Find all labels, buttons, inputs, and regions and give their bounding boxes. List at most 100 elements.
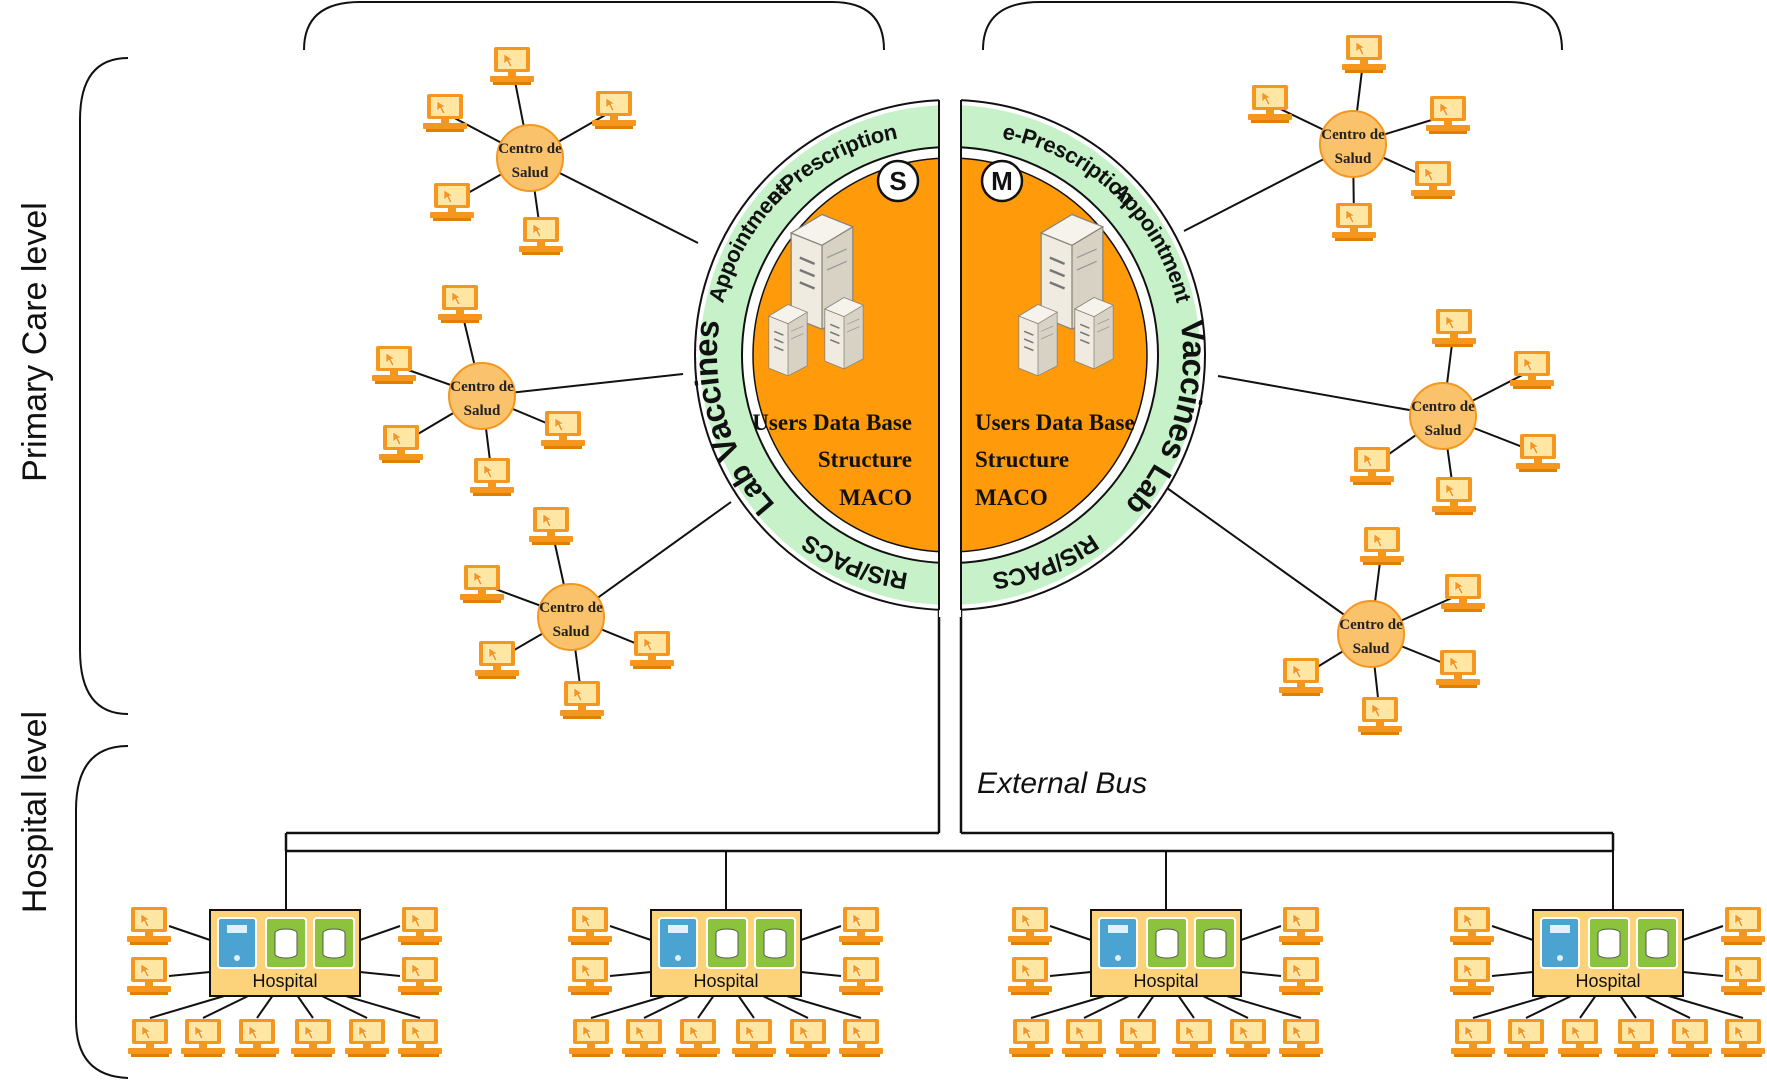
workstation-link [256,995,274,1019]
computer-terminal-icon [1171,1018,1217,1058]
workstation-link [168,925,211,941]
health-center-node [496,124,564,192]
computer-terminal-icon [397,906,443,946]
workstation-link [321,995,368,1019]
server-led [675,955,681,961]
health-center-node [448,362,516,430]
workstation-link [590,995,666,1019]
workstation-link [1049,925,1092,941]
computer-terminal-icon [429,182,475,222]
workstation-link [1472,995,1548,1019]
server-slot [1550,925,1570,933]
computer-terminal-icon [469,457,515,497]
computer-terminal-icon [1359,526,1405,566]
workstation-link [1083,995,1130,1019]
computer-terminal-icon [126,906,172,946]
right-badge [980,159,1024,203]
computer-terminal-icon [559,680,605,720]
computer-terminal-icon [127,1018,173,1058]
workstation-link [1240,925,1282,941]
computer-terminal-icon [1357,696,1403,736]
hospital-cluster: Hospital [126,906,443,1058]
computer-terminal-icon [1431,308,1477,348]
computer-terminal-icon [1115,1018,1161,1058]
database-body [1155,933,1179,959]
left-info-line: Users Data Base [752,410,912,435]
server-led [1557,955,1563,961]
computer-terminal-icon [1425,95,1471,135]
database-body [763,933,787,959]
health-center-link [1159,482,1372,635]
workstation-link [800,971,842,977]
computer-terminal-icon [1515,433,1561,473]
server-tower-icon [1018,303,1058,377]
workstation-link [609,971,652,977]
workstation-link [1226,995,1302,1019]
computer-terminal-icon [371,345,417,385]
hospital-label: Hospital [1133,971,1198,991]
workstation-link [1579,995,1597,1019]
computer-terminal-icon [1007,956,1053,996]
computer-terminal-icon [838,906,884,946]
database-body [322,933,346,959]
health-center-label: Salud [1425,423,1462,439]
workstation-link [359,971,401,977]
workstation-link [1049,971,1092,977]
computer-terminal-icon [838,956,884,996]
health-center-label: Centro de [498,141,562,157]
health-center-label: Salud [553,624,590,640]
left-info-line: Structure [818,447,912,472]
server-tower-icon [824,296,864,370]
hospital-bracket [75,745,129,1079]
external-bus [284,610,1615,912]
level-brackets [75,0,1563,1079]
database-body [1597,933,1621,959]
workstation-link [1491,925,1534,941]
core-split-gap [939,93,961,617]
computer-terminal-icon [1331,202,1377,242]
hospital-cluster: Hospital [1449,906,1766,1058]
computer-terminal-icon [1278,657,1324,697]
health-center-label: Salud [1335,151,1372,167]
computer-terminal-icon [518,216,564,256]
computer-terminal-icon [629,630,675,670]
workstation-link [359,925,401,941]
workstation-link [202,995,249,1019]
computer-terminal-icon [290,1018,336,1058]
server-led [234,955,240,961]
workstation-link [1177,995,1195,1019]
workstation-link [296,995,314,1019]
workstation-link [786,995,862,1019]
health-center-node [1337,600,1405,668]
computer-terminal-icon [437,284,483,324]
computer-terminal-icon [1007,906,1053,946]
server-tower-icon [1074,296,1114,370]
computer-terminal-icon [1278,906,1324,946]
workstation-link [345,995,421,1019]
workstation-link [1525,995,1572,1019]
health-center-label: Salud [512,165,549,181]
computer-terminal-icon [675,1018,721,1058]
computer-terminal-icon [1061,1018,1107,1058]
health-center-node [537,583,605,651]
health-center-label: Centro de [450,379,514,395]
computer-terminal-icon [180,1018,226,1058]
workstation-link [1137,995,1155,1019]
central-system: e-PrescriptionAppointmentVaccinesLabRIS/… [687,93,1213,617]
computer-terminal-icon [621,1018,667,1058]
computer-terminal-icon [567,956,613,996]
workstation-link [1202,995,1249,1019]
workstation-link [800,925,842,941]
computer-terminal-icon [1667,1018,1713,1058]
health-center-link [1217,375,1444,417]
computer-terminal-icon [591,90,637,130]
health-center-label: Salud [464,403,501,419]
computer-terminal-icon [1450,1018,1496,1058]
computer-terminal-icon [378,424,424,464]
computer-terminal-icon [1008,1018,1054,1058]
